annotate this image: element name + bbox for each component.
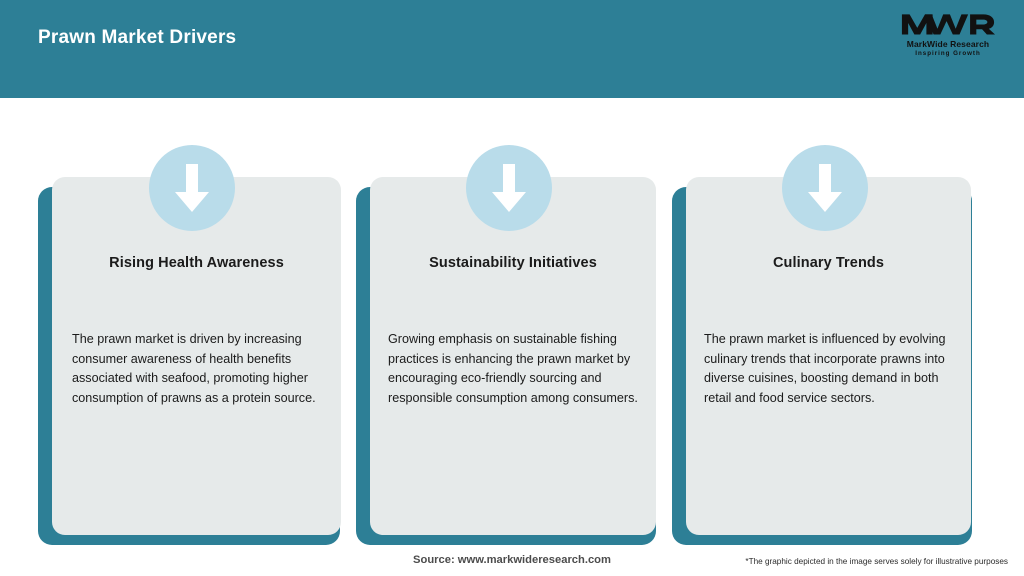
card-panel xyxy=(52,177,341,535)
brand-logo: MarkWide Research Inspiring Growth xyxy=(894,10,1002,62)
down-arrow-icon xyxy=(782,145,868,231)
down-arrow-glyph xyxy=(175,164,209,212)
logo-tagline: Inspiring Growth xyxy=(915,50,981,57)
card-title: Culinary Trends xyxy=(772,255,885,271)
card-panel xyxy=(370,177,656,535)
card-title: Rising Health Awareness xyxy=(109,255,284,271)
down-arrow-icon xyxy=(149,145,235,231)
page-title: Prawn Market Drivers xyxy=(38,27,237,48)
disclaimer-label: *The graphic depicted in the image serve… xyxy=(745,557,1008,566)
card-body-text: The prawn market is influenced by evolvi… xyxy=(704,332,946,405)
down-arrow-glyph xyxy=(492,164,526,212)
card-body-text: The prawn market is driven by increasing… xyxy=(72,332,316,405)
card-body-text: Growing emphasis on sustainable fishing … xyxy=(388,332,638,405)
down-arrow-glyph xyxy=(808,164,842,212)
down-arrow-icon xyxy=(466,145,552,231)
card-title: Sustainability Initiatives xyxy=(429,255,597,271)
logo-company-name: MarkWide Research xyxy=(906,39,990,49)
card-panel xyxy=(686,177,971,535)
page-header: Prawn Market Drivers MarkWide Research I… xyxy=(0,0,1024,98)
mwr-logo-icon xyxy=(901,14,996,35)
source-label: Source: www.markwideresearch.com xyxy=(413,554,611,566)
